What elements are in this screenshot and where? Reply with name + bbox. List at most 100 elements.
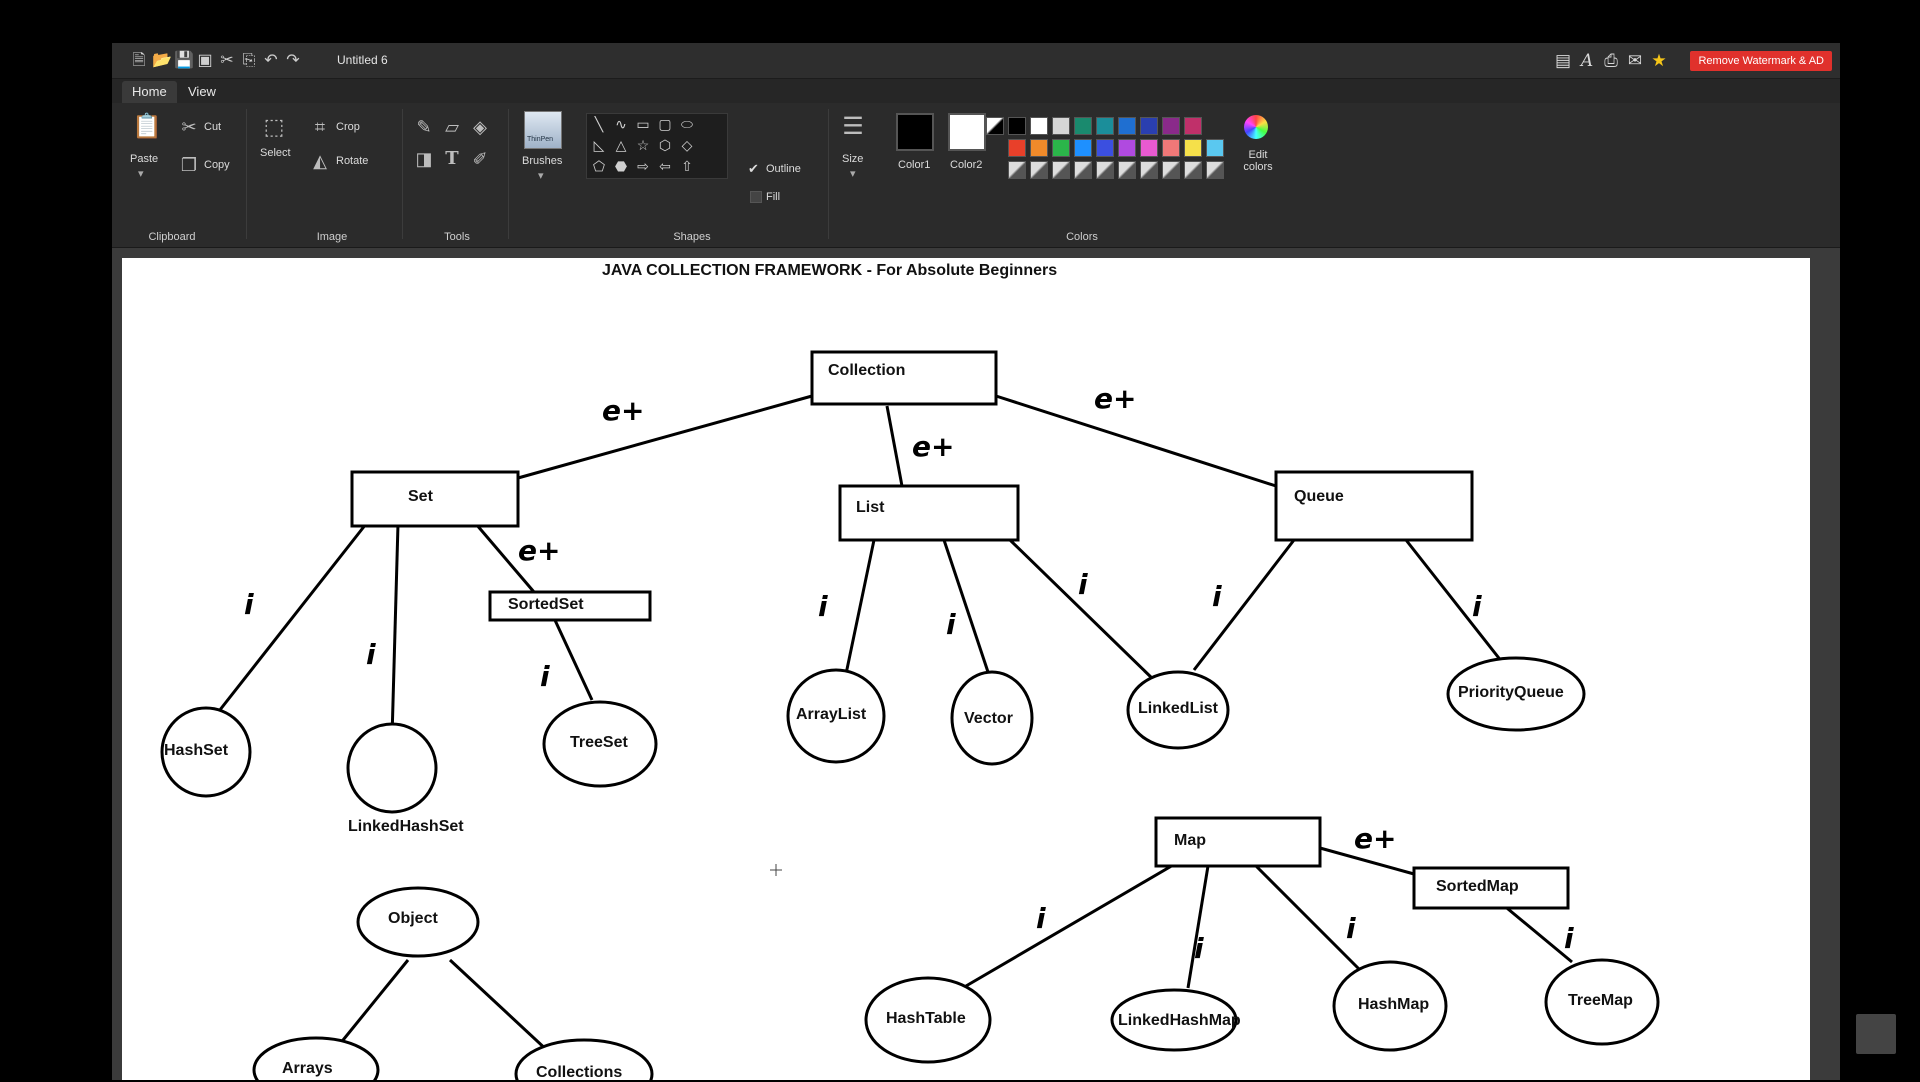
custom-color-slot[interactable] xyxy=(1118,161,1136,179)
open-folder-icon[interactable]: 📂 xyxy=(152,52,172,69)
color-picker-icon[interactable]: ✐ xyxy=(472,149,488,169)
window-icon[interactable]: ▤ xyxy=(1554,51,1572,70)
custom-color-slot[interactable] xyxy=(1008,161,1026,179)
paste-button[interactable]: Paste xyxy=(130,153,159,165)
custom-color-slot[interactable] xyxy=(1206,161,1224,179)
triangle-shape-icon[interactable]: △ xyxy=(615,137,627,153)
mail-icon[interactable]: ✉ xyxy=(1627,51,1643,70)
fill-bucket-icon[interactable]: ◈ xyxy=(473,117,487,137)
palette-swatch[interactable] xyxy=(1096,139,1114,157)
paste-clipboard-icon[interactable]: 📋 xyxy=(132,113,162,140)
pentagon-shape-icon[interactable]: ⬠ xyxy=(592,158,606,174)
arrow-left-shape-icon[interactable]: ⇦ xyxy=(659,158,671,174)
edge-list-arraylist xyxy=(844,539,876,675)
cut-button[interactable]: Cut xyxy=(204,121,222,133)
star-icon[interactable]: ★ xyxy=(1651,51,1667,70)
custom-color-slot[interactable] xyxy=(1184,161,1202,179)
custom-color-slot[interactable] xyxy=(1140,161,1158,179)
palette-swatch[interactable] xyxy=(1140,117,1158,135)
palette-swatch[interactable] xyxy=(1074,139,1092,157)
palette-swatch[interactable] xyxy=(1074,117,1092,135)
palette-swatch[interactable] xyxy=(1162,139,1180,157)
crop-icon[interactable]: ⌗ xyxy=(314,117,326,137)
new-file-icon[interactable]: 🗎 xyxy=(132,52,146,69)
undo-icon[interactable]: ↶ xyxy=(264,52,278,69)
color-wheel-icon[interactable] xyxy=(1244,115,1268,139)
drawing-canvas[interactable]: JAVA COLLECTION FRAMEWORK - For Absolute… xyxy=(122,258,1810,1081)
rotate-button[interactable]: Rotate xyxy=(336,155,369,167)
paste-icon[interactable]: ⎘ xyxy=(242,52,256,69)
chevron-down-icon[interactable]: ▾ xyxy=(138,168,144,180)
edit-colors-button[interactable]: Edit colors xyxy=(1243,149,1273,173)
remove-watermark-button[interactable]: Remove Watermark & AD xyxy=(1690,51,1832,71)
crop-button[interactable]: Crop xyxy=(336,121,360,133)
curve-shape-icon[interactable]: ∿ xyxy=(615,116,627,132)
edge-queue-priorityqueue xyxy=(1404,539,1504,663)
palette-swatch[interactable] xyxy=(1118,139,1136,157)
line-shape-icon[interactable]: ╲ xyxy=(594,116,604,132)
color2-swatch[interactable] xyxy=(948,113,986,151)
save-as-icon[interactable]: ▣ xyxy=(197,52,213,69)
palette-swatch[interactable] xyxy=(1030,117,1048,135)
brush-thumbnail[interactable]: ThinPen xyxy=(524,111,562,149)
tab-home[interactable]: Home xyxy=(122,81,177,103)
group-label-tools: Tools xyxy=(444,231,470,243)
arrow-right-shape-icon[interactable]: ⇨ xyxy=(637,158,649,174)
fill-option[interactable]: Fill xyxy=(766,191,781,203)
redo-icon[interactable]: ↷ xyxy=(286,52,300,69)
palette-swatch[interactable] xyxy=(1008,139,1026,157)
rectangle-shape-icon[interactable]: ▭ xyxy=(636,116,650,132)
select-rect-icon[interactable]: ⬚ xyxy=(263,114,285,139)
pencil-icon[interactable]: ✎ xyxy=(416,117,432,137)
color1-label[interactable]: Color1 xyxy=(898,159,931,171)
chevron-down-icon[interactable]: ▾ xyxy=(538,170,544,182)
copy-icon[interactable]: ❐ xyxy=(180,155,198,175)
save-icon[interactable]: 💾 xyxy=(174,52,194,69)
palette-swatch[interactable] xyxy=(1162,117,1180,135)
palette-swatch[interactable] xyxy=(1118,117,1136,135)
outline-option[interactable]: Outline xyxy=(766,163,801,175)
ellipse-shape-icon[interactable]: ⬭ xyxy=(681,116,693,132)
cut-icon[interactable]: ✂ xyxy=(220,52,234,69)
palette-swatch[interactable] xyxy=(1184,117,1202,135)
scissors-icon[interactable]: ✂ xyxy=(181,117,197,137)
color1-swatch[interactable] xyxy=(896,113,934,151)
palette-swatch-diagonal[interactable] xyxy=(986,117,1004,135)
rounded-rect-shape-icon[interactable]: ▢ xyxy=(658,116,672,132)
rotate-icon[interactable]: ◭ xyxy=(313,151,327,171)
diamond-shape-icon[interactable]: ◇ xyxy=(681,137,693,153)
star-shape-icon[interactable]: ☆ xyxy=(636,137,650,153)
custom-color-slot[interactable] xyxy=(1162,161,1180,179)
line-size-icon[interactable]: ☰ xyxy=(842,113,864,140)
palette-swatch[interactable] xyxy=(1030,139,1048,157)
custom-color-slot[interactable] xyxy=(1074,161,1092,179)
text-icon[interactable]: A xyxy=(1580,51,1594,71)
diagram-nodes xyxy=(160,350,1660,1080)
color2-label[interactable]: Color2 xyxy=(950,159,983,171)
right-triangle-shape-icon[interactable]: ◺ xyxy=(593,137,605,153)
palette-swatch[interactable] xyxy=(1096,117,1114,135)
eraser-icon[interactable]: ▱ xyxy=(445,117,459,137)
palette-swatch[interactable] xyxy=(1052,139,1070,157)
palette-swatch[interactable] xyxy=(1008,117,1026,135)
palette-swatch[interactable] xyxy=(1052,117,1070,135)
size-button[interactable]: Size xyxy=(842,153,864,165)
hexagon-shape-icon[interactable]: ⬡ xyxy=(658,137,672,153)
brushes-button[interactable]: Brushes xyxy=(522,155,563,167)
select-button[interactable]: Select xyxy=(260,147,291,159)
print-icon[interactable]: ⎙ xyxy=(1604,51,1618,70)
tab-view[interactable]: View xyxy=(188,84,216,99)
custom-color-slot[interactable] xyxy=(1096,161,1114,179)
paint-bucket-icon[interactable]: ◨ xyxy=(415,149,433,169)
octagon-shape-icon[interactable]: ⬣ xyxy=(614,158,628,174)
copy-button[interactable]: Copy xyxy=(204,159,230,171)
arrow-up-shape-icon[interactable]: ⇧ xyxy=(681,158,693,174)
palette-swatch[interactable] xyxy=(1140,139,1158,157)
palette-swatch[interactable] xyxy=(1206,139,1224,157)
palette-swatch[interactable] xyxy=(1184,139,1202,157)
custom-color-slot[interactable] xyxy=(1030,161,1048,179)
custom-color-slot[interactable] xyxy=(1052,161,1070,179)
text-tool-icon[interactable]: T xyxy=(445,148,459,169)
fill-checkbox[interactable] xyxy=(750,191,762,203)
chevron-down-icon[interactable]: ▾ xyxy=(850,168,856,180)
